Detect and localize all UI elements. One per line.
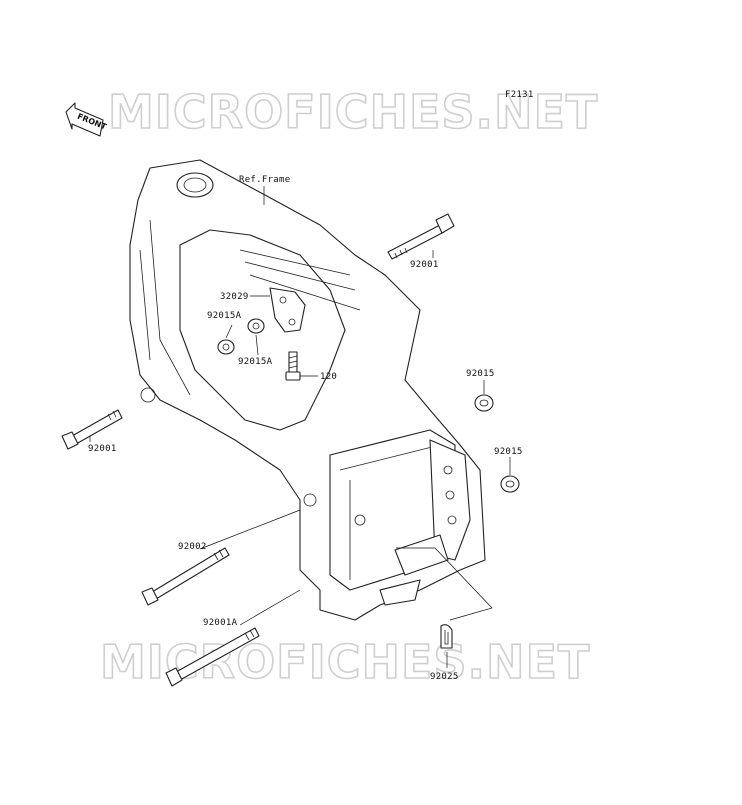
front-arrow-icon: FRONT [65,102,108,137]
leader-lines [89,186,511,668]
collar-92015a-center [247,318,265,334]
callout-92001-top: 92001 [410,260,439,270]
callout-92015-lower: 92015 [494,447,523,457]
callout-92002: 92002 [178,542,207,552]
callout-32029: 32029 [220,292,249,302]
collar-92015-upper [474,394,494,412]
callout-92001-left: 92001 [88,444,117,454]
bolt-92002 [141,547,230,606]
figure-code: F2131 [505,90,534,100]
callout-92001a: 92001A [203,618,238,628]
frame [129,159,486,621]
mid-mount-boss [303,493,317,507]
bolt-92001-top [387,213,455,260]
clip-92025 [440,624,453,649]
bracket-32029 [269,287,306,333]
pivot-bracket [394,534,449,576]
front-mount-boss [140,387,156,403]
collar-92015-lower [500,475,520,493]
callout-92015a-left: 92015A [207,311,242,321]
callout-92025: 92025 [430,672,459,682]
collar-92015a-left [217,339,235,355]
frame-gusset [429,439,471,561]
bolt-92001a [165,627,260,687]
watermark-top: MICROFICHES.NET [108,85,598,139]
steering-head [176,172,214,198]
callout-92015a-center: 92015A [238,357,273,367]
callout-120: 120 [320,372,337,382]
ref-frame-label: Ref.Frame [239,175,290,185]
bolt-92001-left [61,409,123,450]
callout-92015-upper: 92015 [466,369,495,379]
